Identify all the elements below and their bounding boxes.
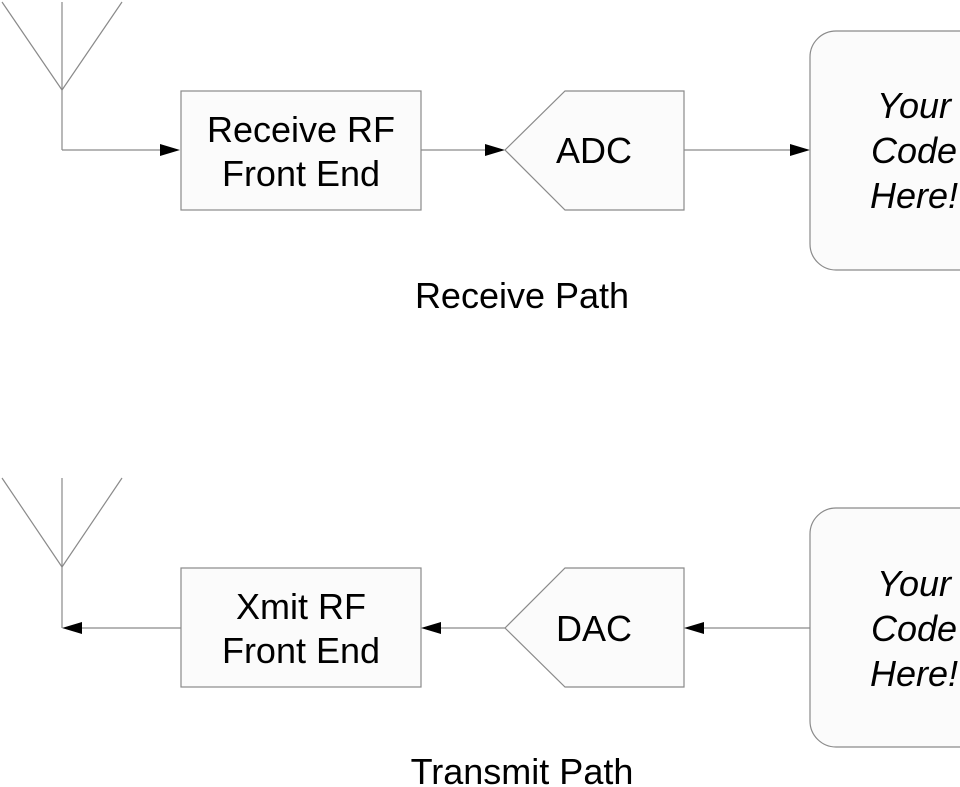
receive-code-line2: Code — [871, 130, 957, 171]
transmit-code-block: Your Code Here! — [809, 507, 960, 748]
adc-block: ADC — [504, 90, 685, 211]
receive-wire-antenna-to-rf — [62, 144, 180, 156]
receive-wire-adc-to-code — [684, 144, 810, 156]
transmit-code-line1: Your — [877, 563, 953, 604]
receive-path: Receive RF Front End ADC Your Code Here!… — [1, 1, 960, 316]
transmit-wire-code-to-dac — [684, 622, 810, 634]
adc-label: ADC — [556, 130, 632, 171]
dac-label: DAC — [556, 608, 632, 649]
receive-wire-rf-to-adc — [421, 144, 505, 156]
receive-rf-label-line2: Front End — [222, 153, 380, 194]
dac-block: DAC — [504, 567, 685, 688]
receive-rf-label-line1: Receive RF — [207, 109, 395, 150]
transmit-code-line2: Code — [871, 608, 957, 649]
transmit-antenna-icon — [1, 477, 123, 628]
receive-code-line3: Here! — [870, 175, 958, 216]
transmit-wire-dac-to-rf — [421, 622, 505, 634]
receive-rf-front-end-block: Receive RF Front End — [180, 90, 422, 211]
transmit-path: Xmit RF Front End DAC Your Code Here! Tr… — [1, 477, 960, 787]
receive-code-block: Your Code Here! — [809, 30, 960, 271]
receive-antenna-icon — [1, 1, 123, 150]
receive-path-caption: Receive Path — [415, 275, 629, 316]
transmit-code-line3: Here! — [870, 653, 958, 694]
transmit-path-caption: Transmit Path — [411, 751, 634, 787]
transmit-wire-rf-to-antenna — [62, 622, 181, 634]
transmit-rf-label-line1: Xmit RF — [236, 586, 366, 627]
transmit-rf-label-line2: Front End — [222, 630, 380, 671]
transmit-rf-front-end-block: Xmit RF Front End — [180, 567, 422, 688]
receive-code-line1: Your — [877, 85, 953, 126]
